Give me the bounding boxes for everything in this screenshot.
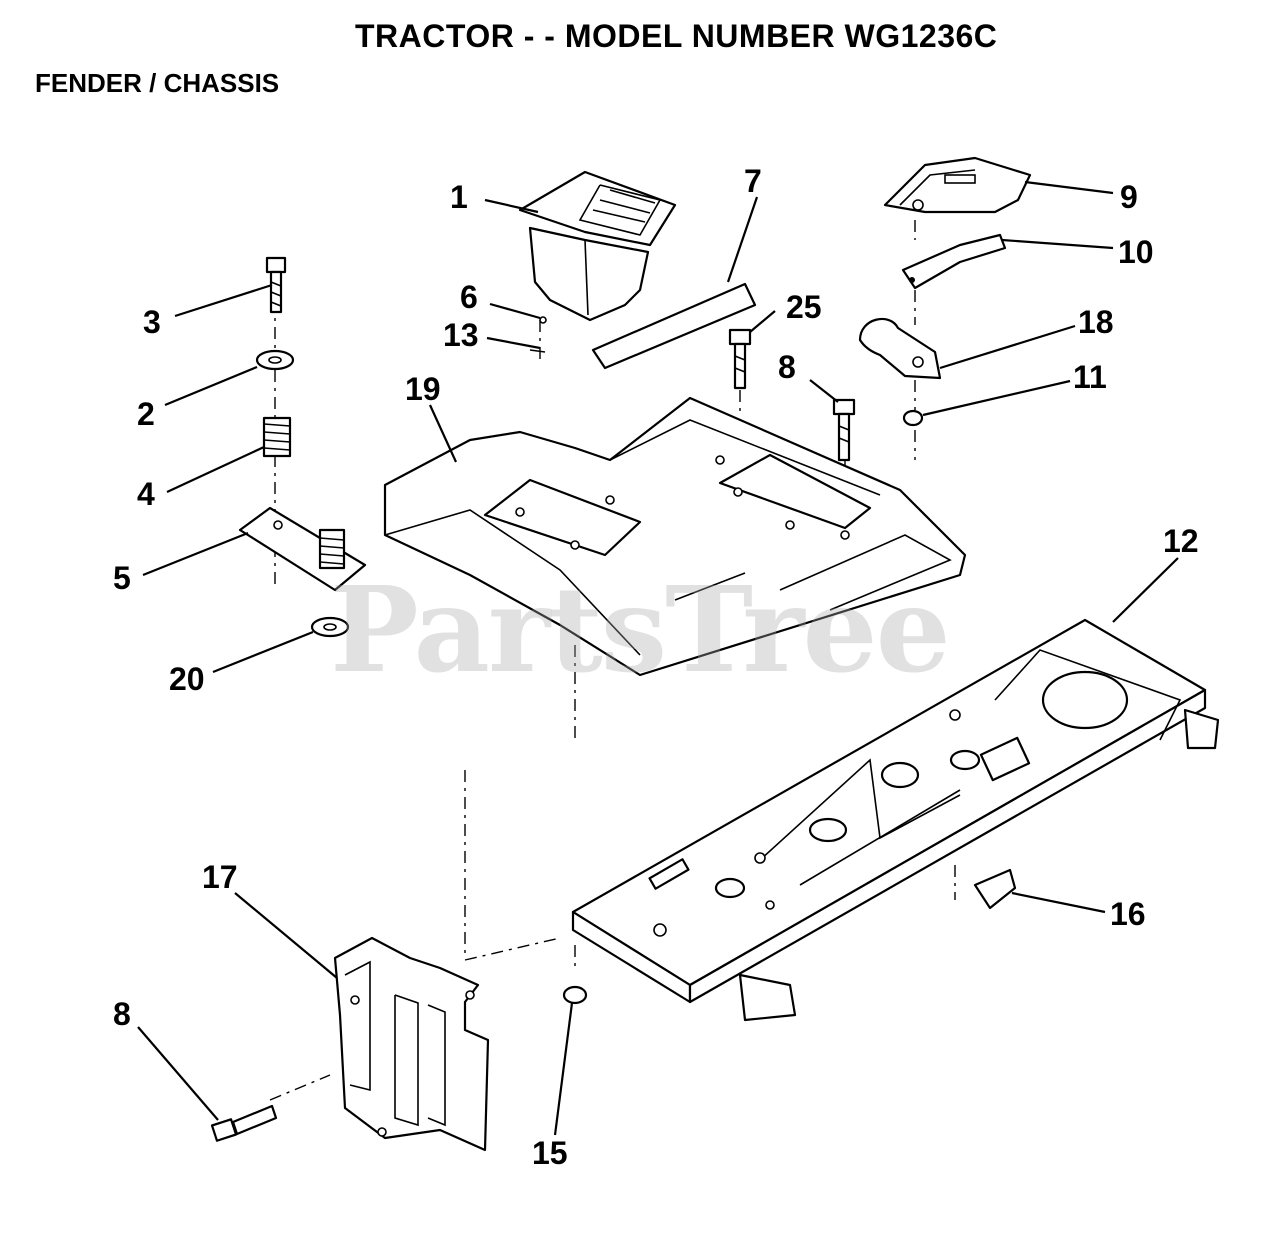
callout-3: 3 [143, 304, 161, 340]
part-13-pin [529, 349, 546, 353]
part-4-spring [262, 416, 292, 458]
callout-10: 10 [1118, 234, 1154, 270]
callout-6: 6 [460, 279, 478, 315]
part-17-front-plate [333, 936, 490, 1152]
section-subtitle: FENDER / CHASSIS [35, 68, 280, 98]
callout-18: 18 [1078, 304, 1114, 340]
callout-13: 13 [443, 317, 479, 353]
part-19-fender [383, 396, 967, 677]
part-7-decal [591, 282, 757, 370]
callout-25: 25 [786, 289, 822, 325]
callout-19: 19 [405, 371, 441, 407]
part-3-bolt [265, 256, 287, 314]
page-title: TRACTOR - - MODEL NUMBER WG1236C [355, 18, 998, 54]
callout-8-upper: 8 [778, 349, 796, 385]
callout-15: 15 [532, 1135, 568, 1171]
part-8-bolt-upper [832, 398, 856, 462]
part-15-nut [562, 985, 588, 1005]
part-25-bolt [728, 328, 752, 390]
part-5-spring-plate [238, 506, 367, 592]
callout-16: 16 [1110, 896, 1146, 932]
callout-17: 17 [202, 859, 238, 895]
part-9-console-cover [883, 156, 1032, 214]
part-1-battery-box [518, 170, 677, 322]
part-11-nut [902, 409, 924, 427]
part-12-chassis-frame [571, 618, 1220, 1022]
callout-1: 1 [450, 179, 468, 215]
callout-labels: 1 7 9 10 3 6 25 13 18 8 11 2 19 4 12 5 2… [113, 163, 1199, 1171]
part-10-bracket-plate [901, 233, 1007, 290]
callout-7: 7 [744, 163, 762, 199]
part-16-clip [973, 868, 1017, 910]
callout-2: 2 [137, 396, 155, 432]
callout-4: 4 [137, 476, 155, 512]
part-8-bolt-lower [210, 1104, 278, 1142]
callout-20: 20 [169, 661, 205, 697]
leader-lines [137, 180, 1179, 1136]
part-18-clamp [858, 318, 942, 380]
callout-11: 11 [1073, 359, 1107, 395]
part-6-screw [539, 316, 547, 324]
callout-8-lower: 8 [113, 996, 131, 1032]
callout-12: 12 [1163, 523, 1199, 559]
callout-5: 5 [113, 560, 131, 596]
callout-9: 9 [1120, 179, 1138, 215]
